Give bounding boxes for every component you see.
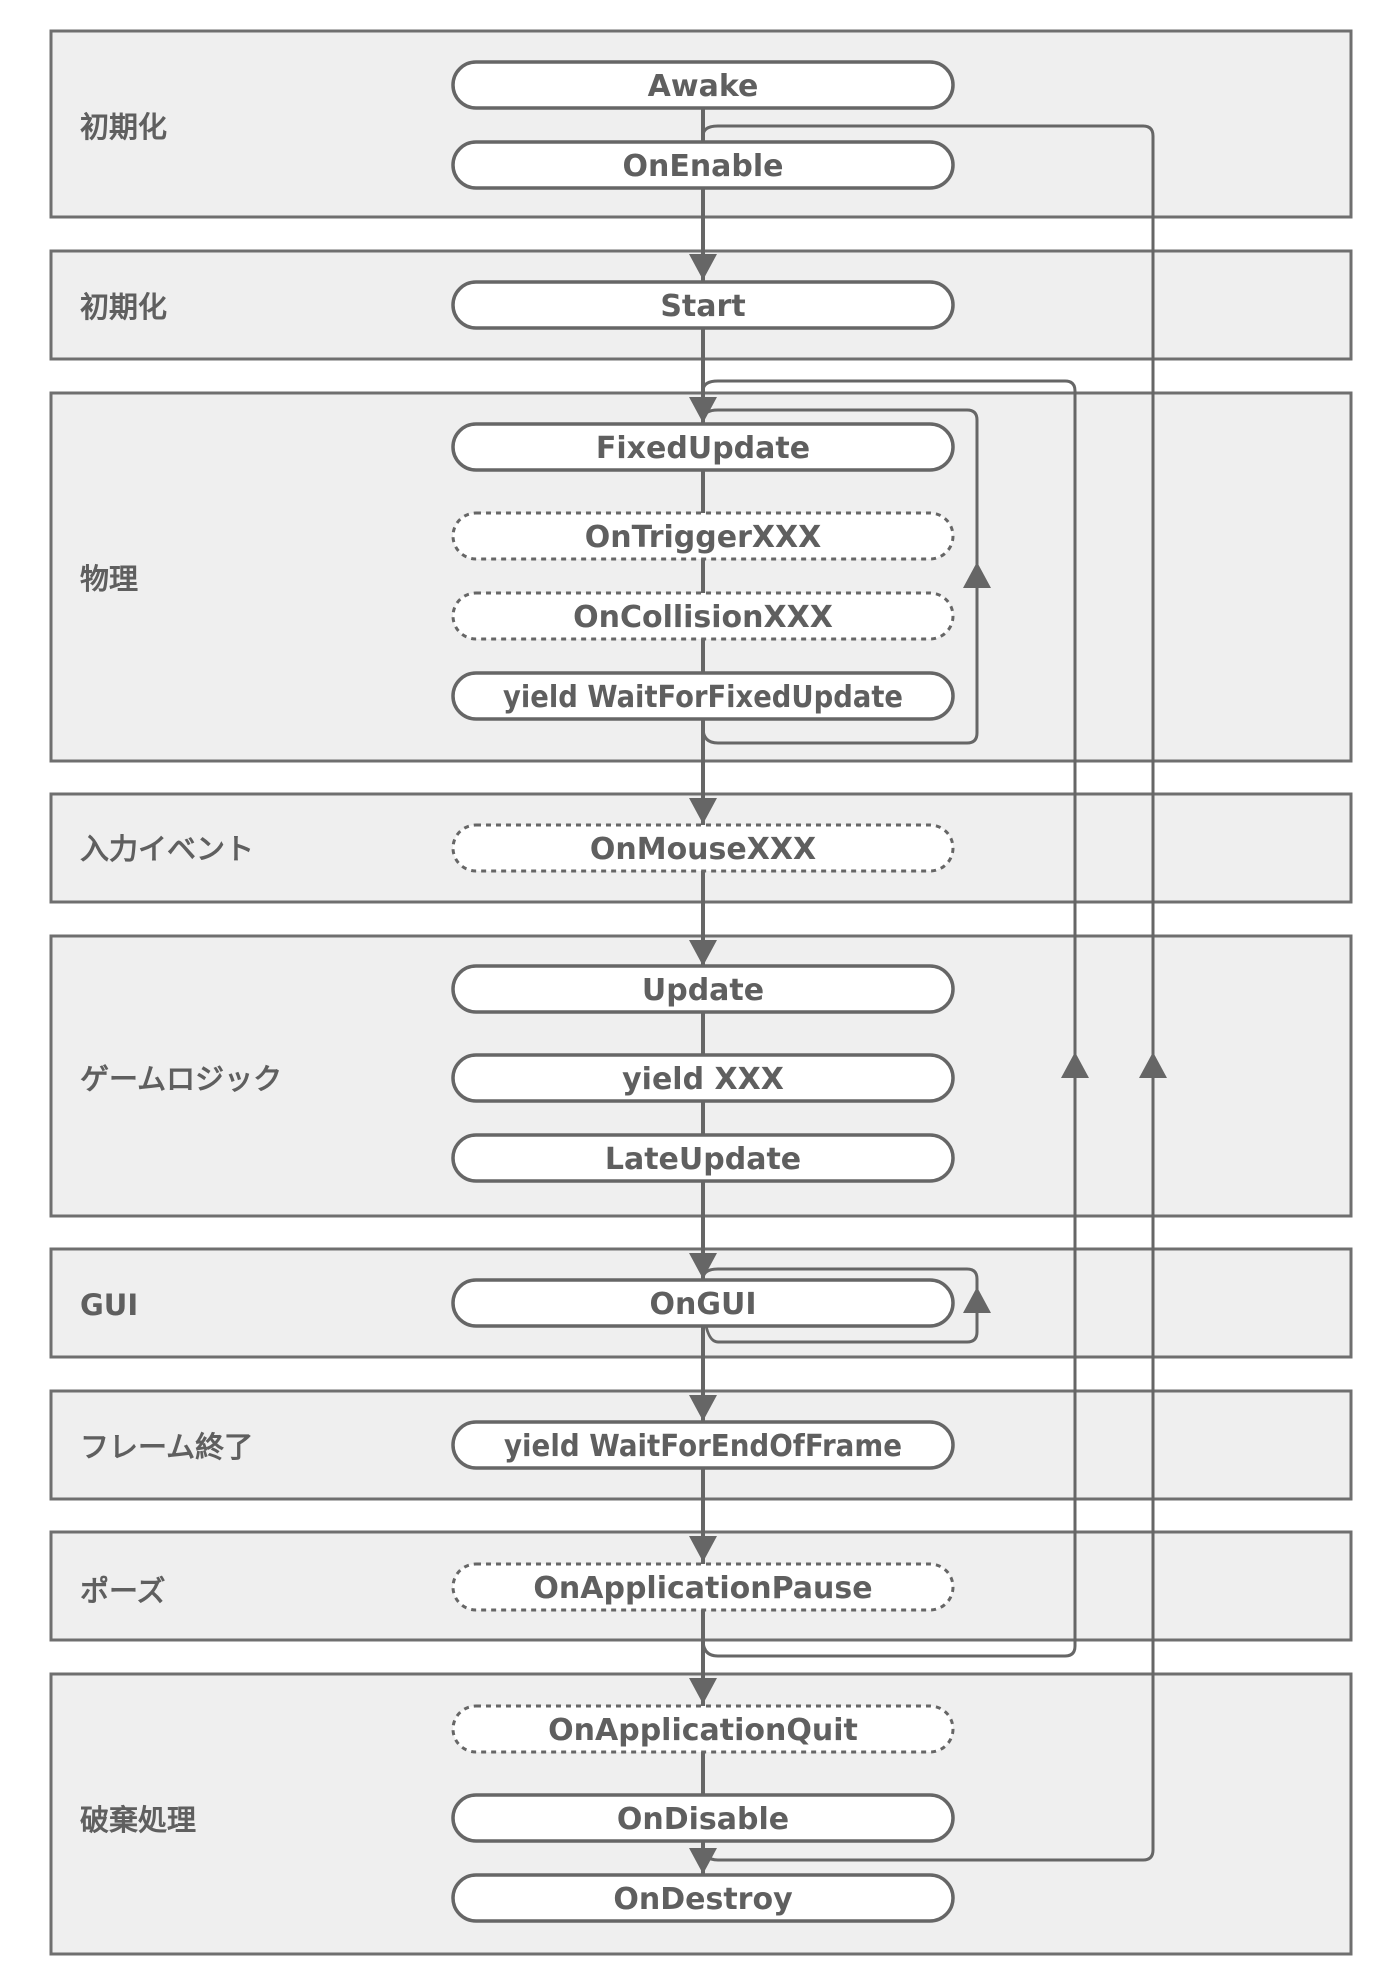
node-label-oncollision: OnCollisionXXX	[573, 600, 833, 635]
node-ontrigger: OnTriggerXXX	[451, 511, 955, 561]
node-label-onmouse: OnMouseXXX	[590, 832, 816, 867]
arrow-down-update	[689, 940, 717, 966]
node-ondestroy: OnDestroy	[451, 1873, 955, 1923]
phase-label-physics: 物理	[80, 562, 138, 596]
node-label-ongui: OnGUI	[649, 1287, 756, 1322]
node-onpause: OnApplicationPause	[451, 1562, 955, 1612]
node-yieldxxx: yield XXX	[451, 1053, 955, 1103]
phase-label-pause: ポーズ	[80, 1574, 166, 1608]
frame-loop-line	[701, 379, 1077, 1658]
node-yieldfixed: yield WaitForFixedUpdate	[451, 671, 955, 721]
node-label-onquit: OnApplicationQuit	[548, 1713, 858, 1748]
node-label-start: Start	[660, 289, 745, 324]
node-onenable: OnEnable	[451, 140, 955, 190]
node-label-fixedupdate: FixedUpdate	[596, 431, 810, 466]
node-awake: Awake	[451, 60, 955, 110]
arrow-up-physics-loop	[963, 562, 991, 588]
phase-label-init2: 初期化	[80, 290, 167, 324]
arrow-down-quit	[689, 1678, 717, 1704]
node-label-onpause: OnApplicationPause	[533, 1571, 872, 1606]
phase-label-teardown: 破棄処理	[80, 1803, 196, 1837]
arrow-down-endframe	[689, 1395, 717, 1421]
node-label-yieldxxx: yield XXX	[622, 1062, 784, 1097]
node-label-lateupdate: LateUpdate	[605, 1142, 801, 1177]
phase-label-gui: GUI	[80, 1288, 138, 1322]
arrow-down-ondestroy	[689, 1848, 717, 1874]
arrow-up-gui-loop	[963, 1287, 991, 1313]
node-label-onenable: OnEnable	[622, 149, 783, 184]
phase-label-input: 入力イベント	[80, 832, 254, 866]
node-ongui: OnGUI	[451, 1278, 955, 1328]
node-onquit: OnApplicationQuit	[451, 1704, 955, 1754]
node-update: Update	[451, 964, 955, 1014]
arrow-heads	[689, 254, 1167, 1874]
node-label-yieldendframe: yield WaitForEndOfFrame	[504, 1429, 902, 1464]
arrow-down-pause	[689, 1536, 717, 1562]
node-label-ontrigger: OnTriggerXXX	[585, 520, 822, 555]
node-label-ondestroy: OnDestroy	[613, 1882, 793, 1917]
node-fixedupdate: FixedUpdate	[451, 422, 955, 472]
enable-loop-line	[701, 124, 1155, 1862]
node-label-update: Update	[642, 973, 764, 1008]
node-ondisable: OnDisable	[451, 1793, 955, 1843]
arrow-down-start	[689, 254, 717, 280]
arrow-down-onmouse	[689, 798, 717, 824]
node-label-awake: Awake	[648, 69, 759, 104]
phase-label-frameend: フレーム終了	[80, 1430, 253, 1464]
phase-labels: 初期化 初期化 物理 入力イベント ゲームロジック GUI フレーム終了 ポーズ…	[80, 110, 282, 1837]
arrow-down-fixedupdate	[689, 397, 717, 423]
node-start: Start	[451, 280, 955, 330]
node-label-ondisable: OnDisable	[617, 1802, 789, 1837]
phase-label-init1: 初期化	[80, 110, 167, 144]
arrow-up-enable-loop	[1139, 1052, 1167, 1078]
arrow-down-ongui	[689, 1253, 717, 1279]
node-lateupdate: LateUpdate	[451, 1133, 955, 1183]
arrow-up-frame-loop	[1061, 1052, 1089, 1078]
node-label-yieldfixed: yield WaitForFixedUpdate	[503, 680, 903, 715]
node-oncollision: OnCollisionXXX	[451, 591, 955, 641]
node-yieldendframe: yield WaitForEndOfFrame	[451, 1420, 955, 1470]
node-onmouse: OnMouseXXX	[451, 823, 955, 873]
phase-label-gamelogic: ゲームロジック	[80, 1062, 282, 1096]
